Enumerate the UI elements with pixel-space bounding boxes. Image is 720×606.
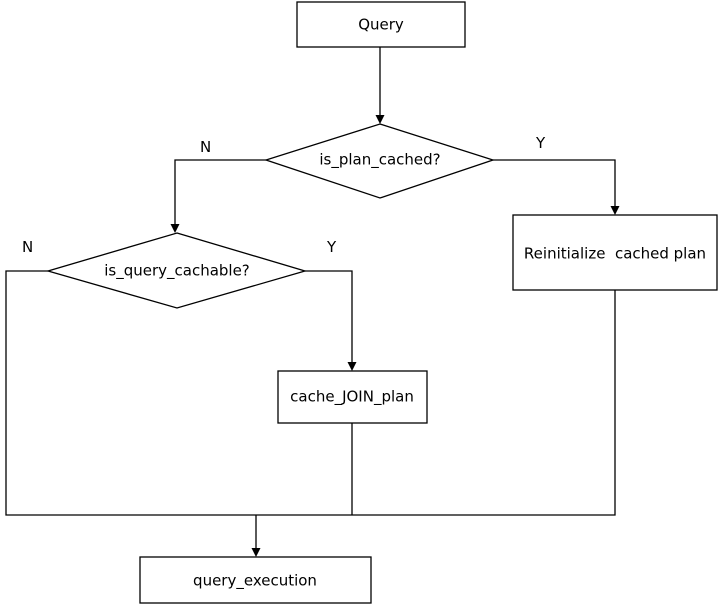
is-plan-cached-label: is_plan_cached? bbox=[319, 151, 440, 170]
edge-query-cachable-no bbox=[5, 270, 256, 516]
arrow-merge-to-execution bbox=[251, 548, 261, 557]
is-query-cachable-diamond bbox=[45, 232, 308, 309]
edge-query-cachable-yes bbox=[305, 270, 353, 362]
node-query-execution: query_execution bbox=[139, 556, 372, 604]
is-plan-cached-diamond bbox=[263, 123, 496, 199]
cache-join-plan-label: cache_JOIN_plan bbox=[290, 388, 414, 407]
node-is-plan-cached: is_plan_cached? bbox=[263, 123, 496, 199]
plan-cached-yes-label: Y bbox=[535, 134, 546, 152]
edge-labels: N Y N Y bbox=[22, 134, 546, 256]
node-reinitialize: Reinitialize cached plan bbox=[512, 214, 718, 291]
arrow-query-to-plan-cached bbox=[375, 115, 385, 124]
arrow-plan-cached-yes bbox=[610, 206, 620, 215]
reinitialize-label: Reinitialize cached plan bbox=[524, 245, 706, 263]
query-cachable-no-label: N bbox=[22, 238, 33, 256]
query-execution-label: query_execution bbox=[193, 572, 317, 591]
node-query: Query bbox=[296, 1, 466, 48]
edge-plan-cached-no bbox=[174, 159, 266, 224]
node-is-query-cachable: is_query_cachable? bbox=[45, 232, 308, 309]
query-cachable-yes-label: Y bbox=[326, 238, 337, 256]
node-cache-join-plan: cache_JOIN_plan bbox=[277, 370, 428, 424]
plan-cached-no-label: N bbox=[200, 138, 211, 156]
query-label: Query bbox=[358, 16, 404, 34]
reinitialize-box bbox=[512, 214, 718, 291]
connectors bbox=[5, 47, 620, 557]
edge-plan-cached-yes bbox=[493, 159, 616, 206]
query-box bbox=[296, 1, 466, 48]
is-query-cachable-label: is_query_cachable? bbox=[104, 262, 250, 281]
arrow-query-cachable-yes bbox=[347, 362, 357, 371]
query-execution-box bbox=[139, 556, 372, 604]
arrow-plan-cached-no bbox=[170, 224, 180, 233]
edge-reinitialize-to-merge bbox=[256, 290, 616, 516]
cache-join-plan-box bbox=[277, 370, 428, 424]
